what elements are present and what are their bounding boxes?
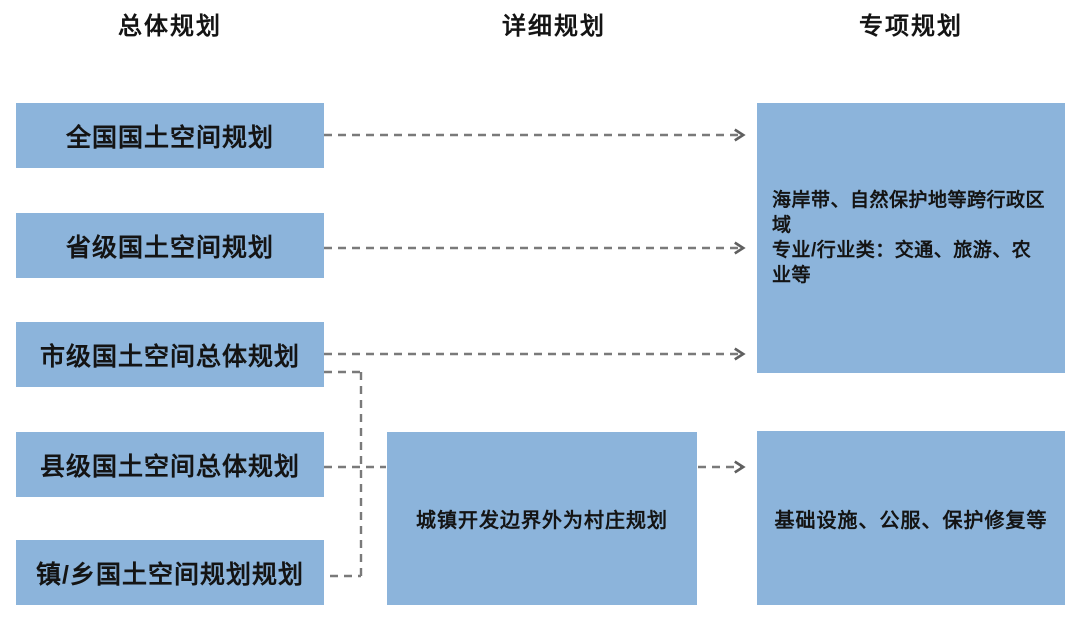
master-plan-box-national: 全国国土空间规划: [16, 103, 324, 168]
column-header-special-planning: 专项规划: [859, 13, 963, 40]
master-plan-box-township: 镇/乡国土空间规划规划: [16, 540, 324, 605]
master-plan-box-provincial: 省级国土空间规划: [16, 213, 324, 278]
master-plan-box-city: 市级国土空间总体规划: [16, 322, 324, 387]
special-plan-box-regional: 海岸带、自然保护地等跨行政区域 专业/行业类：交通、旅游、农业等: [757, 103, 1065, 373]
special-plan-regional-line1: 海岸带、自然保护地等跨行政区域: [772, 190, 1046, 236]
column-header-detailed-planning: 详细规划: [502, 13, 606, 40]
detailed-plan-box-village: 城镇开发边界外为村庄规划: [387, 432, 697, 605]
master-plan-box-county: 县级国土空间总体规划: [16, 432, 324, 497]
special-plan-box-infrastructure: 基础设施、公服、保护修复等: [757, 431, 1065, 605]
special-plan-regional-line2: 专业/行业类：交通、旅游、农业等: [772, 240, 1032, 286]
column-header-overall-planning: 总体规划: [118, 13, 222, 40]
